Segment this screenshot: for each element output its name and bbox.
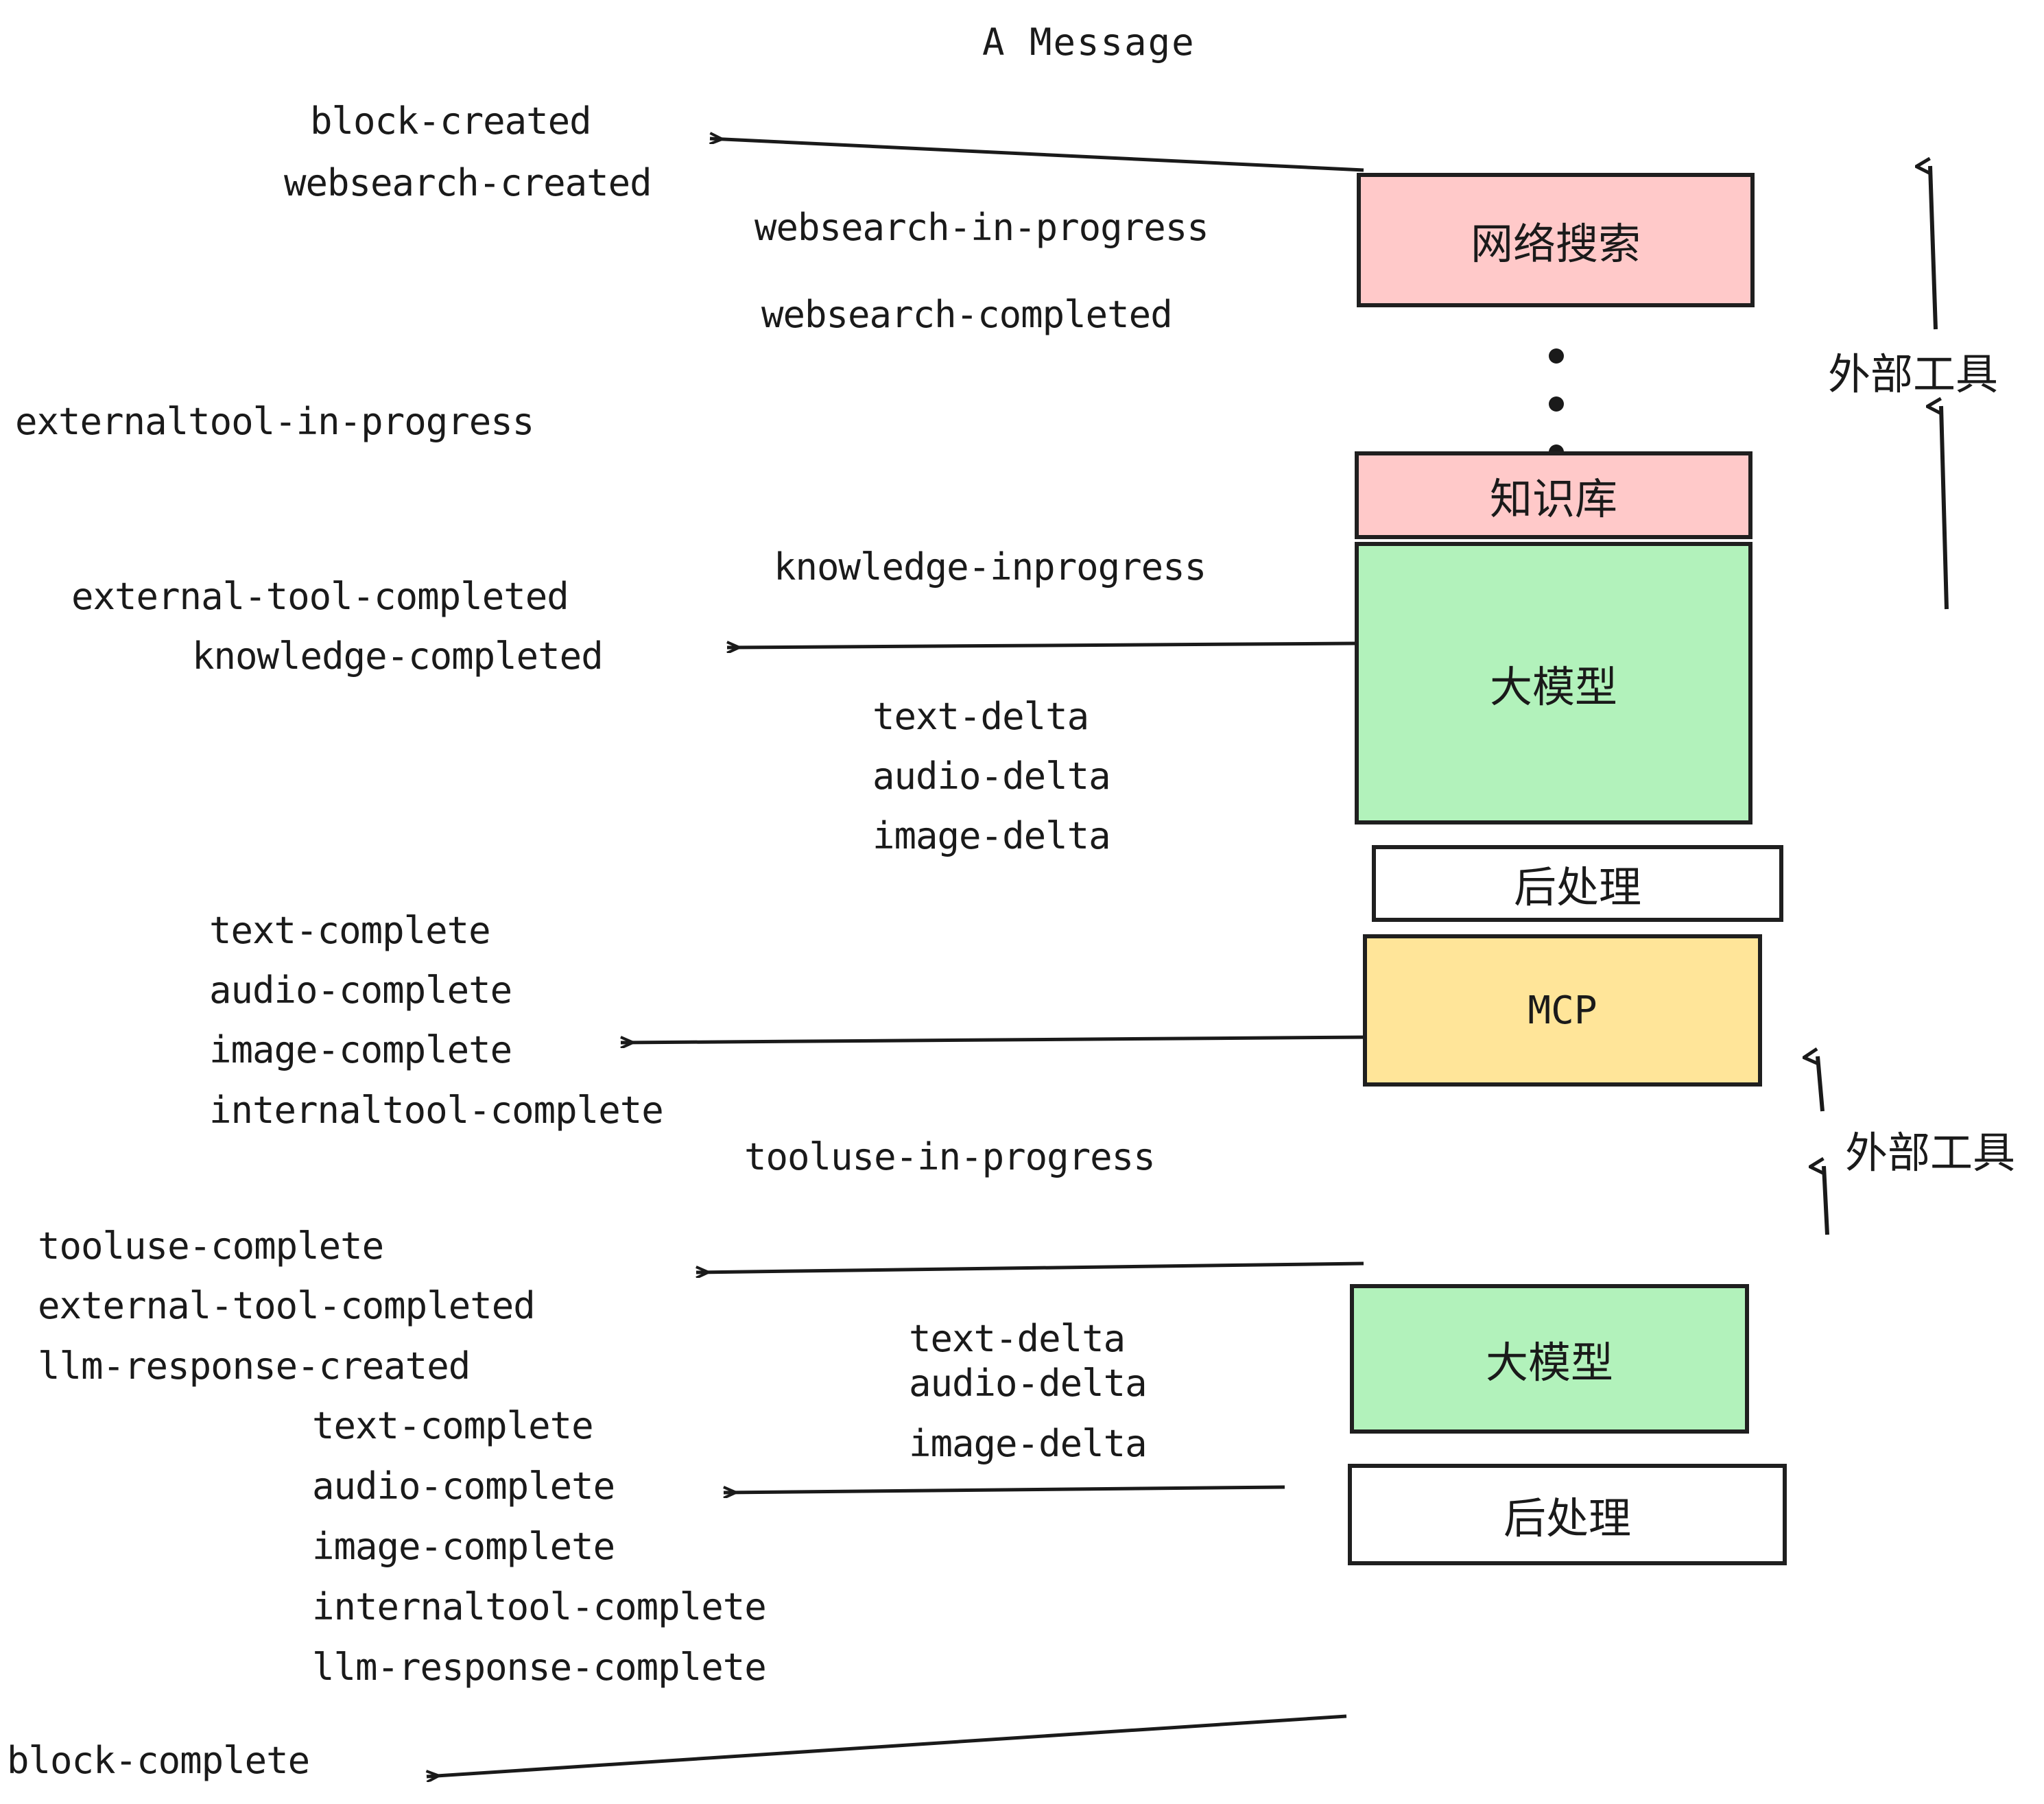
event-label: tooluse-complete xyxy=(38,1224,384,1268)
event-label: audio-complete xyxy=(209,969,512,1012)
event-label: text-complete xyxy=(312,1404,594,1447)
event-label: llm-response-complete xyxy=(312,1646,767,1689)
arrow-audio-complete xyxy=(724,1485,1285,1493)
node-label: MCP xyxy=(1528,988,1597,1033)
event-label: internaltool-complete xyxy=(312,1585,767,1628)
node-label: 后处理 xyxy=(1513,862,1641,912)
event-label: websearch-completed xyxy=(761,293,1173,336)
arrow-tooluse-complete xyxy=(696,1261,1364,1272)
node-llm-top[interactable]: 大模型 xyxy=(1355,542,1752,824)
event-label: audio-complete xyxy=(312,1464,615,1508)
event-label: external-tool-completed xyxy=(71,575,569,618)
event-label: knowledge-inprogress xyxy=(774,545,1207,589)
external-tool-label-top: 外部工具 xyxy=(1828,349,1999,399)
event-label: text-complete xyxy=(209,909,491,952)
event-label: tooluse-in-progress xyxy=(744,1135,1156,1178)
event-label: llm-response-created xyxy=(38,1344,471,1388)
node-websearch[interactable]: 网络搜索 xyxy=(1357,173,1755,307)
node-label: 大模型 xyxy=(1489,662,1617,712)
event-label: text-delta xyxy=(909,1317,1126,1360)
event-label: websearch-in-progress xyxy=(754,206,1209,249)
event-label: audio-delta xyxy=(909,1362,1148,1405)
event-label: knowledge-completed xyxy=(192,634,604,678)
event-label: websearch-created xyxy=(284,161,652,204)
node-mcp[interactable]: MCP xyxy=(1363,934,1762,1087)
event-label: image-complete xyxy=(209,1028,512,1071)
node-postprocess-top[interactable]: 后处理 xyxy=(1372,845,1783,922)
event-label: audio-delta xyxy=(872,755,1111,798)
arrow-image-complete xyxy=(621,1035,1371,1043)
arrow-knowledge-completed xyxy=(727,643,1355,648)
arrow-external-tool-down-bottom xyxy=(1824,1166,1829,1235)
diagram-title: A Message xyxy=(982,21,1196,64)
event-label: image-delta xyxy=(872,814,1111,857)
event-label: block-created xyxy=(310,99,592,143)
arrow-external-tool-down-top xyxy=(1941,406,1949,610)
node-llm-bottom[interactable]: 大模型 xyxy=(1350,1284,1749,1434)
event-label: externaltool-in-progress xyxy=(15,400,534,443)
node-label: 网络搜索 xyxy=(1470,219,1641,269)
node-knowledge[interactable]: 知识库 xyxy=(1355,451,1752,539)
arrow-block-complete xyxy=(427,1714,1347,1777)
event-label: image-delta xyxy=(909,1422,1148,1465)
event-label: external-tool-completed xyxy=(38,1284,536,1327)
arrow-block-created xyxy=(710,139,1364,172)
external-tool-label-bottom: 外部工具 xyxy=(1845,1128,2016,1178)
ellipsis-dot xyxy=(1549,348,1564,364)
event-label: text-delta xyxy=(872,695,1089,738)
event-label: internaltool-complete xyxy=(209,1089,664,1132)
node-label: 大模型 xyxy=(1485,1338,1613,1388)
node-label: 后处理 xyxy=(1503,1493,1631,1543)
arrow-external-tool-up-top xyxy=(1930,166,1938,330)
event-label: block-complete xyxy=(7,1739,310,1782)
node-postprocess-bottom[interactable]: 后处理 xyxy=(1348,1464,1787,1565)
node-label: 知识库 xyxy=(1489,474,1617,524)
arrow-external-tool-up-bottom xyxy=(1818,1056,1825,1112)
event-label: image-complete xyxy=(312,1525,615,1568)
ellipsis-dot xyxy=(1549,396,1564,412)
